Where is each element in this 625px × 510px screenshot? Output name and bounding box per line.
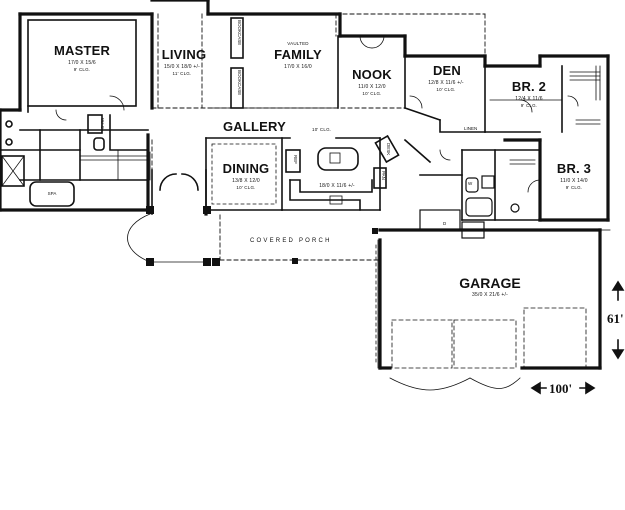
closet-shelving (509, 65, 601, 165)
width-dimension: 100' (549, 381, 573, 396)
nook-label: NOOK (352, 67, 392, 82)
garage-side-lines (375, 229, 611, 369)
family-dims: 17/0 X 16/0 (284, 64, 312, 70)
family-label: FAMILY (274, 47, 322, 62)
gallery-label: GALLERY (223, 119, 287, 134)
ref-label: REF (293, 155, 298, 164)
depth-dimension: 61' (607, 311, 624, 326)
br3-dims: 11/0 X 14/0 (560, 178, 588, 184)
den-ceiling: 10' CLG. (436, 87, 456, 92)
garage-label: GARAGE (459, 275, 521, 291)
br2-ceiling: 9' CLG. (520, 103, 538, 108)
living-label: LIVING (161, 47, 207, 62)
den-bedroom-partitions (403, 55, 563, 221)
garage-doors (391, 307, 587, 369)
porch-columns (146, 206, 378, 266)
kitchen-counters (285, 134, 400, 211)
family-vaulted: VAULTED (287, 41, 309, 46)
bookcase-label-lower: BOOKCASE (237, 70, 242, 96)
br2-dims: 12/4 X 11/6 (515, 96, 543, 102)
dw-label: D (443, 221, 447, 226)
nook-doors (359, 35, 385, 49)
nook-dims: 11/0 X 12/0 (358, 84, 386, 90)
br3-ceiling: 9' CLG. (565, 185, 583, 190)
gallery-ceiling: 10' CLG. (312, 127, 332, 132)
master-bedroom-outline (27, 19, 137, 113)
garage-dims: 35/0 X 21/6 +/- (472, 292, 508, 298)
br2-label: BR. 2 (511, 79, 547, 94)
bedroom-door-swings (409, 95, 579, 193)
desk-label: DESK (386, 143, 391, 156)
wic-label: W.I.C. (100, 118, 105, 131)
br3-label: BR. 3 (556, 161, 592, 176)
den-dims: 12/8 X 11/6 +/- (428, 80, 464, 86)
entry-foyer (151, 169, 207, 215)
kitchen-dims: 18/0 X 11/6 +/- (319, 183, 355, 189)
master-label: MASTER (53, 43, 111, 58)
wh-label: W (468, 181, 473, 186)
nook-ceiling: 10' CLG. (362, 91, 382, 96)
garage-exterior (378, 228, 602, 370)
porch-arch (127, 213, 207, 263)
dining-label: DINING (222, 161, 270, 176)
dining-ceiling: 10' CLG. (236, 185, 256, 190)
living-dims: 15/0 X 18/0 +/- (164, 64, 200, 70)
spa-label: SPA (47, 191, 57, 196)
master-closet-shelving (79, 149, 149, 181)
bookcase-label-upper: BOOKCASE (237, 20, 242, 46)
dining-dims: 13/8 X 12/0 (232, 178, 260, 184)
master-dims: 17/0 X 15/6 (68, 60, 96, 66)
dining-tray (211, 143, 277, 205)
pantry-label: PAN (381, 171, 386, 180)
porch-label: COVERED PORCH (250, 238, 332, 244)
den-label: DEN (432, 63, 462, 78)
scale-arrows (530, 280, 625, 395)
hall-bath-fixtures (419, 175, 520, 239)
linen-label: LINEN (464, 126, 478, 131)
master-bath (0, 114, 151, 207)
driveway-arcs (389, 377, 521, 391)
master-door-swings (55, 95, 125, 121)
master-ceiling: 9' CLG. (73, 67, 91, 72)
master-suite-walls (0, 12, 154, 212)
family-partitions (207, 35, 339, 109)
central-exterior-walls (150, 0, 487, 68)
living-ceiling: 11' CLG. (172, 71, 192, 76)
